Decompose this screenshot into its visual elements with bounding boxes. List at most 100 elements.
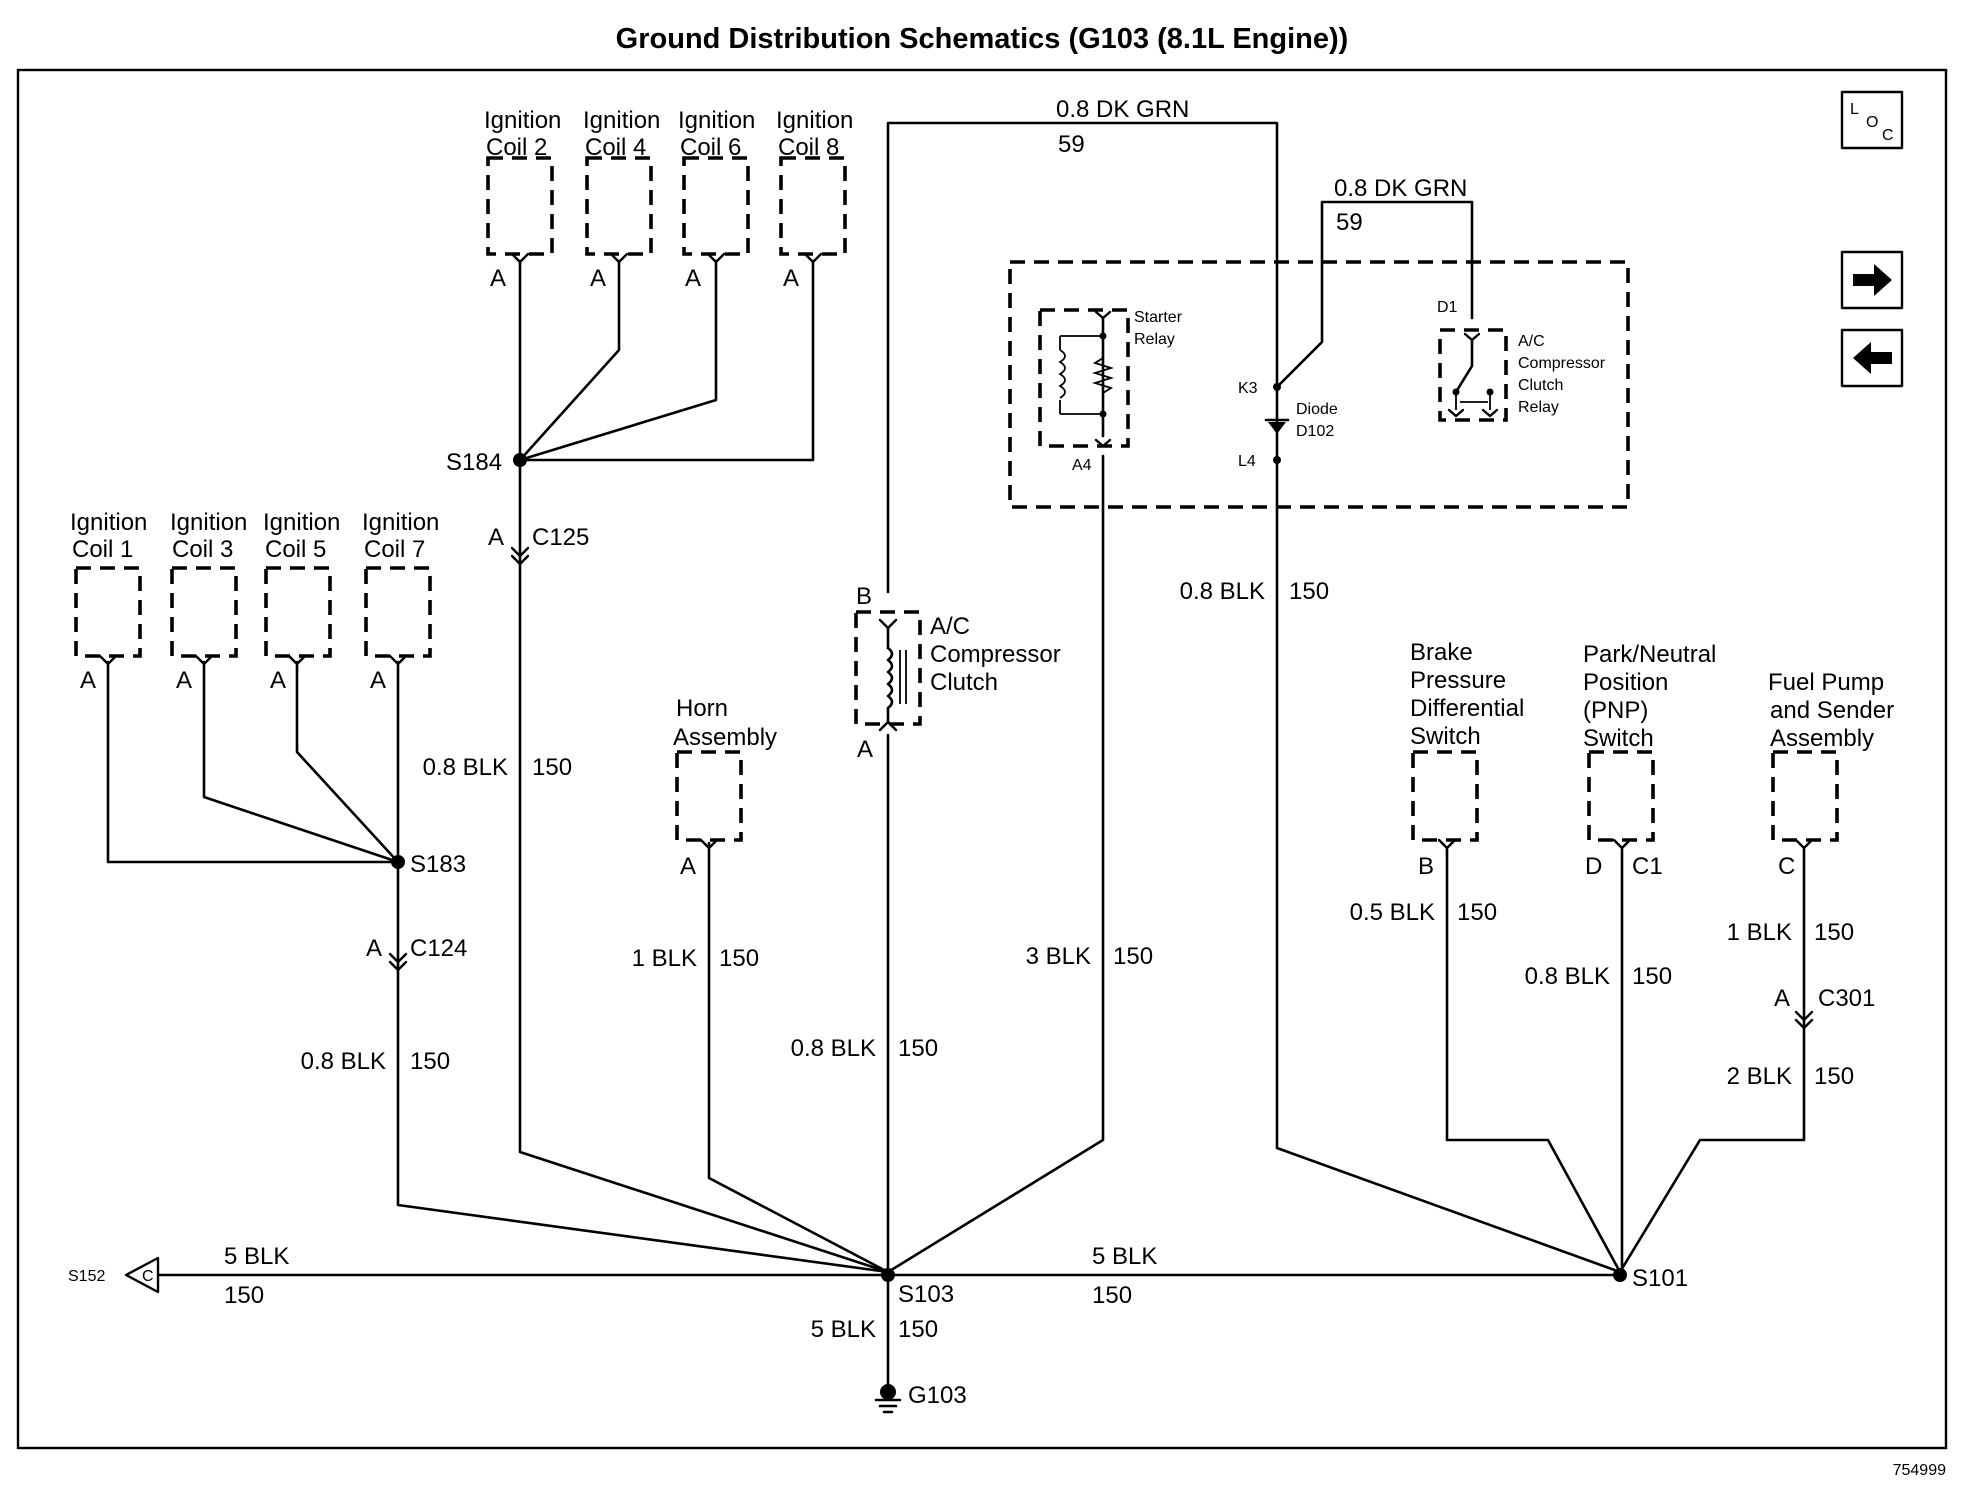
wire-diode-ground (1275, 385, 1622, 1274)
splice-s183: S183 (410, 851, 466, 878)
ignition-coil-6-box (682, 156, 750, 256)
horn-assembly-box (675, 750, 743, 842)
ignition-coil-8-box (779, 156, 847, 256)
ac-clutch-label-1: A/C (930, 613, 970, 640)
splice-s103: S103 (898, 1281, 954, 1308)
wire-starter-circuit: 150 (1113, 943, 1153, 970)
wire-horn-size: 1 BLK (632, 945, 697, 972)
connector-c124-pin: A (366, 935, 382, 962)
wire-ground-drop-size: 5 BLK (811, 1316, 876, 1343)
coil-6-label-2: Coil 6 (680, 134, 741, 161)
wire-diode-circuit: 150 (1289, 578, 1329, 605)
brake-switch-pin: B (1418, 853, 1434, 880)
brake-switch-label-3: Differential (1410, 695, 1524, 722)
wire-coil6 (518, 259, 718, 462)
coil-5-label-2: Coil 5 (265, 536, 326, 563)
coil-1-label-2: Coil 1 (72, 536, 133, 563)
ac-compressor-clutch (854, 610, 922, 732)
coil-7-label-1: Ignition (362, 509, 439, 536)
coil-3-label-1: Ignition (170, 509, 247, 536)
wire-horn-circuit: 150 (719, 945, 759, 972)
ac-relay-label-4: Relay (1518, 399, 1559, 416)
coil-5-pin: A (270, 667, 286, 694)
starter-relay (1038, 308, 1130, 448)
diode-d102 (1264, 383, 1290, 464)
coil-2-label-1: Ignition (484, 107, 561, 134)
ac-relay-label-2: Compressor (1518, 355, 1606, 372)
wire-brake-size: 0.5 BLK (1350, 899, 1435, 926)
figure-id: 754999 (1893, 1462, 1946, 1479)
wire-s183-s103 (396, 860, 890, 1274)
wire-ground-drop-circuit: 150 (898, 1316, 938, 1343)
starter-relay-pin: A4 (1072, 457, 1092, 474)
pin-labels: A A A A A A A A A B A B D C1 C (80, 265, 1795, 880)
splice-s101: S101 (1632, 1265, 1688, 1292)
splice-s101-dot (1613, 1268, 1627, 1282)
s152-offpage-connector: C (124, 1256, 160, 1294)
wire-starter-size: 3 BLK (1026, 943, 1091, 970)
coil-2-pin: A (490, 265, 506, 292)
pnp-switch-box (1587, 750, 1655, 842)
wire-brake-switch (1445, 846, 1622, 1274)
starter-relay-label-2: Relay (1134, 331, 1175, 348)
wire-coil3 (202, 660, 400, 864)
coil-1-pin: A (80, 667, 96, 694)
wire-fuel-pump (1618, 846, 1806, 1274)
pnp-switch-label-2: Position (1583, 669, 1668, 696)
wire-fuel-lower-size: 2 BLK (1727, 1063, 1792, 1090)
wire-dkgrn-relay-circuit: 59 (1336, 209, 1363, 236)
coil-4-label-1: Ignition (583, 107, 660, 134)
wire-pnp-circuit: 150 (1632, 963, 1672, 990)
connector-c125-pin: A (488, 524, 504, 551)
coil-3-label-2: Coil 3 (172, 536, 233, 563)
ac-compressor-clutch-relay (1438, 328, 1508, 422)
fuel-pump-pin: C (1778, 853, 1795, 880)
coil-6-pin: A (685, 265, 701, 292)
ac-relay-pin: D1 (1437, 299, 1458, 316)
coil-5-label-1: Ignition (263, 509, 340, 536)
wire-coil1 (106, 660, 400, 864)
coil-3-pin: A (176, 667, 192, 694)
ac-relay-label-3: Clutch (1518, 377, 1563, 394)
ac-relay-label-1: A/C (1518, 333, 1545, 350)
arrow-left-icon[interactable] (1840, 328, 1904, 388)
brake-switch-label-2: Pressure (1410, 667, 1506, 694)
coil-8-label-2: Coil 8 (778, 134, 839, 161)
connector-c124: C124 (410, 935, 467, 962)
wire-fuel-lower-circuit: 150 (1814, 1063, 1854, 1090)
brake-switch-label-1: Brake (1410, 639, 1473, 666)
connector-c125: C125 (532, 524, 589, 551)
loc-icon-c: C (1882, 127, 1894, 144)
wire-dkgrn-relay-size: 0.8 DK GRN (1334, 175, 1467, 202)
pin-connectors (98, 252, 1814, 850)
ac-clutch-label-2: Compressor (930, 641, 1061, 668)
wire-ac-clutch-circuit: 150 (898, 1035, 938, 1062)
diagram-title: Ground Distribution Schematics (G103 (8.… (616, 23, 1349, 55)
wire-labels: 0.8 DK GRN 59 0.8 DK GRN 59 0.8 BLK 150 … (224, 96, 1854, 1343)
wire-starter (886, 454, 1105, 1274)
ignition-coil-5-box (264, 566, 332, 658)
ignition-coil-4-box (585, 156, 653, 256)
wire-diode-size: 0.8 BLK (1180, 578, 1265, 605)
fuel-pump-label-3: Assembly (1770, 725, 1874, 752)
coil-7-label-2: Coil 7 (364, 536, 425, 563)
loc-icon[interactable]: L O C (1840, 90, 1904, 150)
coil-7-pin: A (370, 667, 386, 694)
loc-icon-l: L (1850, 101, 1859, 118)
relay-labels: Starter Relay A4 D1 A/C Compressor Clutc… (1072, 299, 1606, 474)
arrow-right-icon[interactable] (1840, 250, 1904, 310)
wire-fuel-upper-size: 1 BLK (1727, 919, 1792, 946)
component-labels: Ignition Coil 2 Ignition Coil 4 Ignition… (70, 107, 1894, 752)
wire-coil5 (295, 660, 400, 864)
wire-fuel-upper-circuit: 150 (1814, 919, 1854, 946)
wire-horn (707, 841, 890, 1274)
splice-s103-dot (881, 1268, 895, 1282)
wire-main-right-circuit: 150 (1092, 1282, 1132, 1309)
splice-s183-dot (391, 855, 405, 869)
fuel-pump-label-2: and Sender (1770, 697, 1894, 724)
inline-connectors (388, 546, 1814, 1030)
coil-4-pin: A (590, 265, 606, 292)
wire-brake-circuit: 150 (1457, 899, 1497, 926)
pnp-switch-pin: D (1585, 853, 1602, 880)
